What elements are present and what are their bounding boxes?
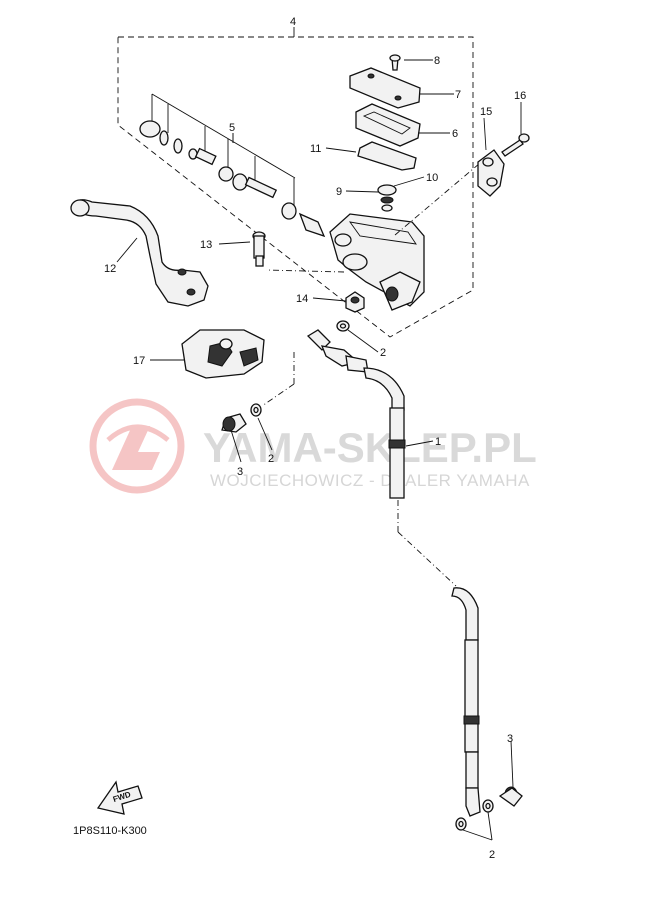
master-cylinder-body [265,157,487,311]
diagram-code: 1P8S110-K300 [73,825,147,837]
lever-bolt-and-nut [252,231,365,313]
forward-arrow-icon: FWD [96,780,143,815]
callout-11: 11 [310,143,321,155]
callout-16: 16 [514,90,526,102]
brake-lever [70,199,209,307]
callout-17: 17 [133,355,145,367]
callout-6: 6 [452,128,458,140]
watermark-logo [89,398,185,494]
callout-4: 4 [290,16,296,28]
float [377,184,397,196]
watermark-brand: YAMA-SKLEP.PL [203,424,537,471]
callout-5: 5 [229,122,235,134]
callout-2-middle: 2 [268,453,274,465]
callout-numbers: 4 8 7 6 5 15 16 11 10 9 13 12 14 2 17 1 … [104,16,526,861]
callout-14: 14 [296,293,308,305]
callout-8: 8 [434,55,440,67]
reservoir-cap [349,67,421,109]
leader-lines [116,59,522,841]
callout-10: 10 [426,172,438,184]
piston-kit [139,93,326,238]
callout-2-lower: 2 [489,849,495,861]
callout-12: 12 [104,263,116,275]
callout-9: 9 [336,186,342,198]
reservoir-parts [349,54,421,212]
master-cylinder-assembly-boundary [117,36,474,338]
callout-1: 1 [435,436,441,448]
holder-bracket [477,133,530,197]
callout-7: 7 [455,89,461,101]
diaphragm-plate [355,103,421,147]
watermark: YAMA-SKLEP.PL WOJCIECHOWICZ - DEALER YAM… [89,398,537,494]
callout-15: 15 [480,106,492,118]
callout-13: 13 [200,239,212,251]
callout-2-upper: 2 [380,347,386,359]
callout-3-lower: 3 [507,733,513,745]
brake-hose-assembly [221,320,523,831]
lever-cover [181,329,265,379]
watermark-subtitle: WOJCIECHOWICZ - DEALER YAMAHA [210,471,530,490]
diaphragm [357,141,417,171]
callout-3-upper: 3 [237,466,243,478]
